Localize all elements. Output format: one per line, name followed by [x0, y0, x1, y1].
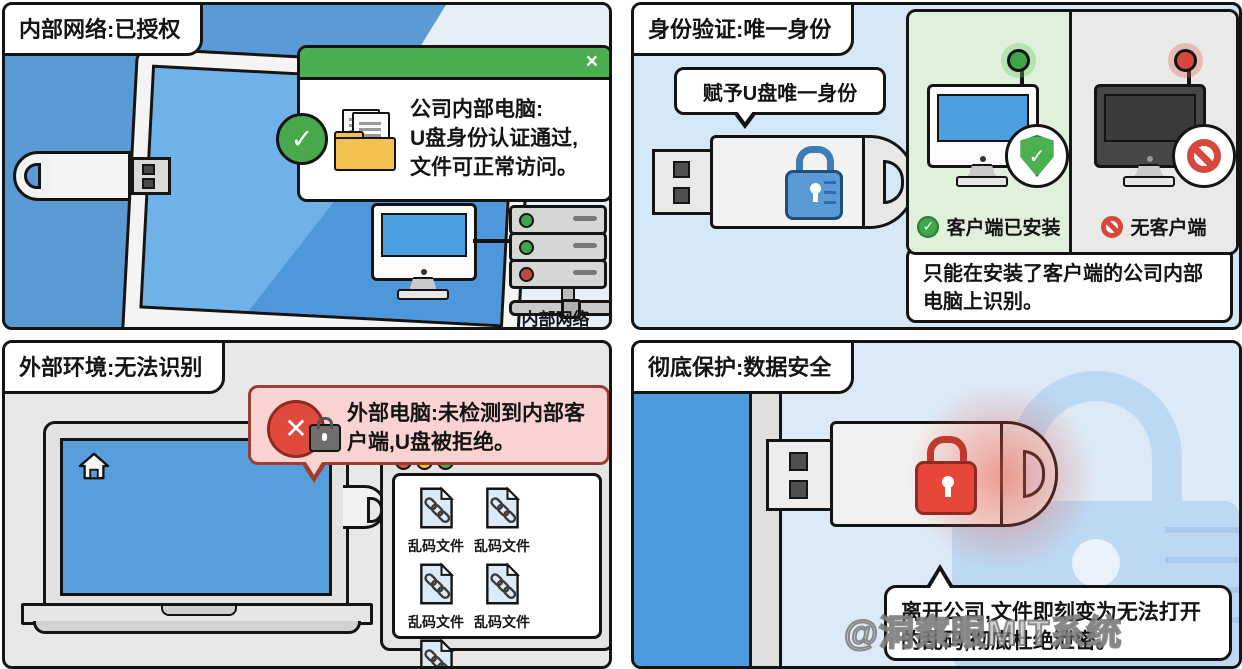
shield-check-icon: ✓ — [1005, 124, 1069, 188]
no-client-label: 无客户端 — [1130, 218, 1207, 239]
network-hub — [509, 299, 609, 319]
close-icon[interactable]: × — [585, 50, 598, 73]
garbled-file: 乱码文件 — [403, 562, 469, 632]
usb-connector — [131, 157, 171, 195]
network-cable — [473, 239, 509, 243]
chain-file-icon — [420, 638, 455, 666]
red-lock-icon — [911, 436, 981, 515]
panel1-title: 内部网络:已授权 — [5, 5, 204, 56]
panel2-title: 身份验证:唯一身份 — [634, 5, 855, 56]
garbled-file: 乱码文件 — [469, 486, 535, 556]
usb-drive-locked — [652, 135, 916, 235]
chain-file-icon — [486, 562, 521, 605]
screen-edge-strip — [749, 385, 782, 666]
small-lock-icon — [309, 417, 341, 452]
client-comparison-card: ✓ ✓ 客户端已安装 — [906, 9, 1239, 255]
led-red — [519, 267, 534, 282]
rejection-alert: ✕ 外部电脑:未检测到内部客 户端,U盘被拒绝。 — [248, 385, 609, 465]
panel4-title: 彻底保护:数据安全 — [634, 343, 855, 394]
chain-file-icon — [420, 562, 455, 605]
garbled-file: 乱码文件 — [469, 562, 535, 632]
no-client-side: 无客户端 — [1072, 12, 1236, 252]
notification-titlebar: × — [300, 48, 609, 80]
client-installed-side: ✓ ✓ 客户端已安装 — [909, 12, 1072, 252]
panel4-caption: 离开公司,文件即刻变为无法打开 的乱码,彻底杜绝泄密。 — [884, 585, 1232, 661]
panel2-caption: 只能在安装了客户端的公司内部电脑上识别。 — [906, 247, 1233, 323]
no-entry-icon — [1172, 124, 1236, 188]
no-entry-icon — [1101, 215, 1124, 238]
usb-drive-locked-red — [766, 386, 1107, 566]
garbled-file: 乱码文件 — [403, 486, 469, 556]
watermark: @洞察眼MIT系统 — [843, 613, 1123, 654]
auth-success-notification: × ✓ 公司内部电脑: U盘身份认证通过, 文件可正常访问。 — [276, 45, 609, 202]
status-dot-green — [1007, 49, 1030, 72]
panel-external-environment: 乱码文件 乱码文件 乱码文件 乱码文件 — [2, 340, 612, 669]
laptop — [43, 421, 349, 609]
client-installed-label: 客户端已安装 — [946, 218, 1061, 239]
panel-internal-network: × ✓ 公司内部电脑: U盘身份认证通过, 文件可正常访问。 — [2, 2, 612, 330]
chain-file-icon — [486, 486, 521, 529]
panel-data-security: 离开公司,文件即刻变为无法打开 的乱码,彻底杜绝泄密。 @洞察眼MIT系统 彻底… — [631, 340, 1242, 669]
folder-icon — [332, 109, 398, 172]
status-dot-red — [1174, 49, 1197, 72]
blue-lock-icon — [779, 146, 849, 220]
network-label: 内部网络 (Internal Network) — [521, 310, 590, 329]
panel-identity-verification: 赋予U盘唯一身份 — [631, 2, 1242, 330]
check-icon: ✓ — [276, 113, 328, 166]
notification-text: 公司内部电脑: U盘身份认证通过, 文件可正常访问。 — [410, 98, 578, 179]
home-icon — [78, 452, 110, 480]
led-green — [519, 213, 534, 228]
speech-bubble: 赋予U盘唯一身份 — [674, 67, 886, 115]
chain-file-icon — [420, 486, 455, 529]
led-green — [519, 240, 534, 255]
panel3-title: 外部环境:无法识别 — [5, 343, 226, 394]
usb-connector — [766, 439, 836, 511]
keyring-hole — [24, 163, 41, 189]
company-screen-edge — [634, 385, 752, 666]
server-icon — [509, 205, 609, 319]
garbled-file: 乱码文件 — [403, 638, 469, 666]
usb-drive — [13, 151, 171, 201]
monitor-icon — [371, 203, 477, 281]
usb-connector — [652, 149, 716, 215]
file-window: 乱码文件 乱码文件 乱码文件 乱码文件 — [380, 443, 609, 666]
check-icon: ✓ — [917, 215, 940, 238]
